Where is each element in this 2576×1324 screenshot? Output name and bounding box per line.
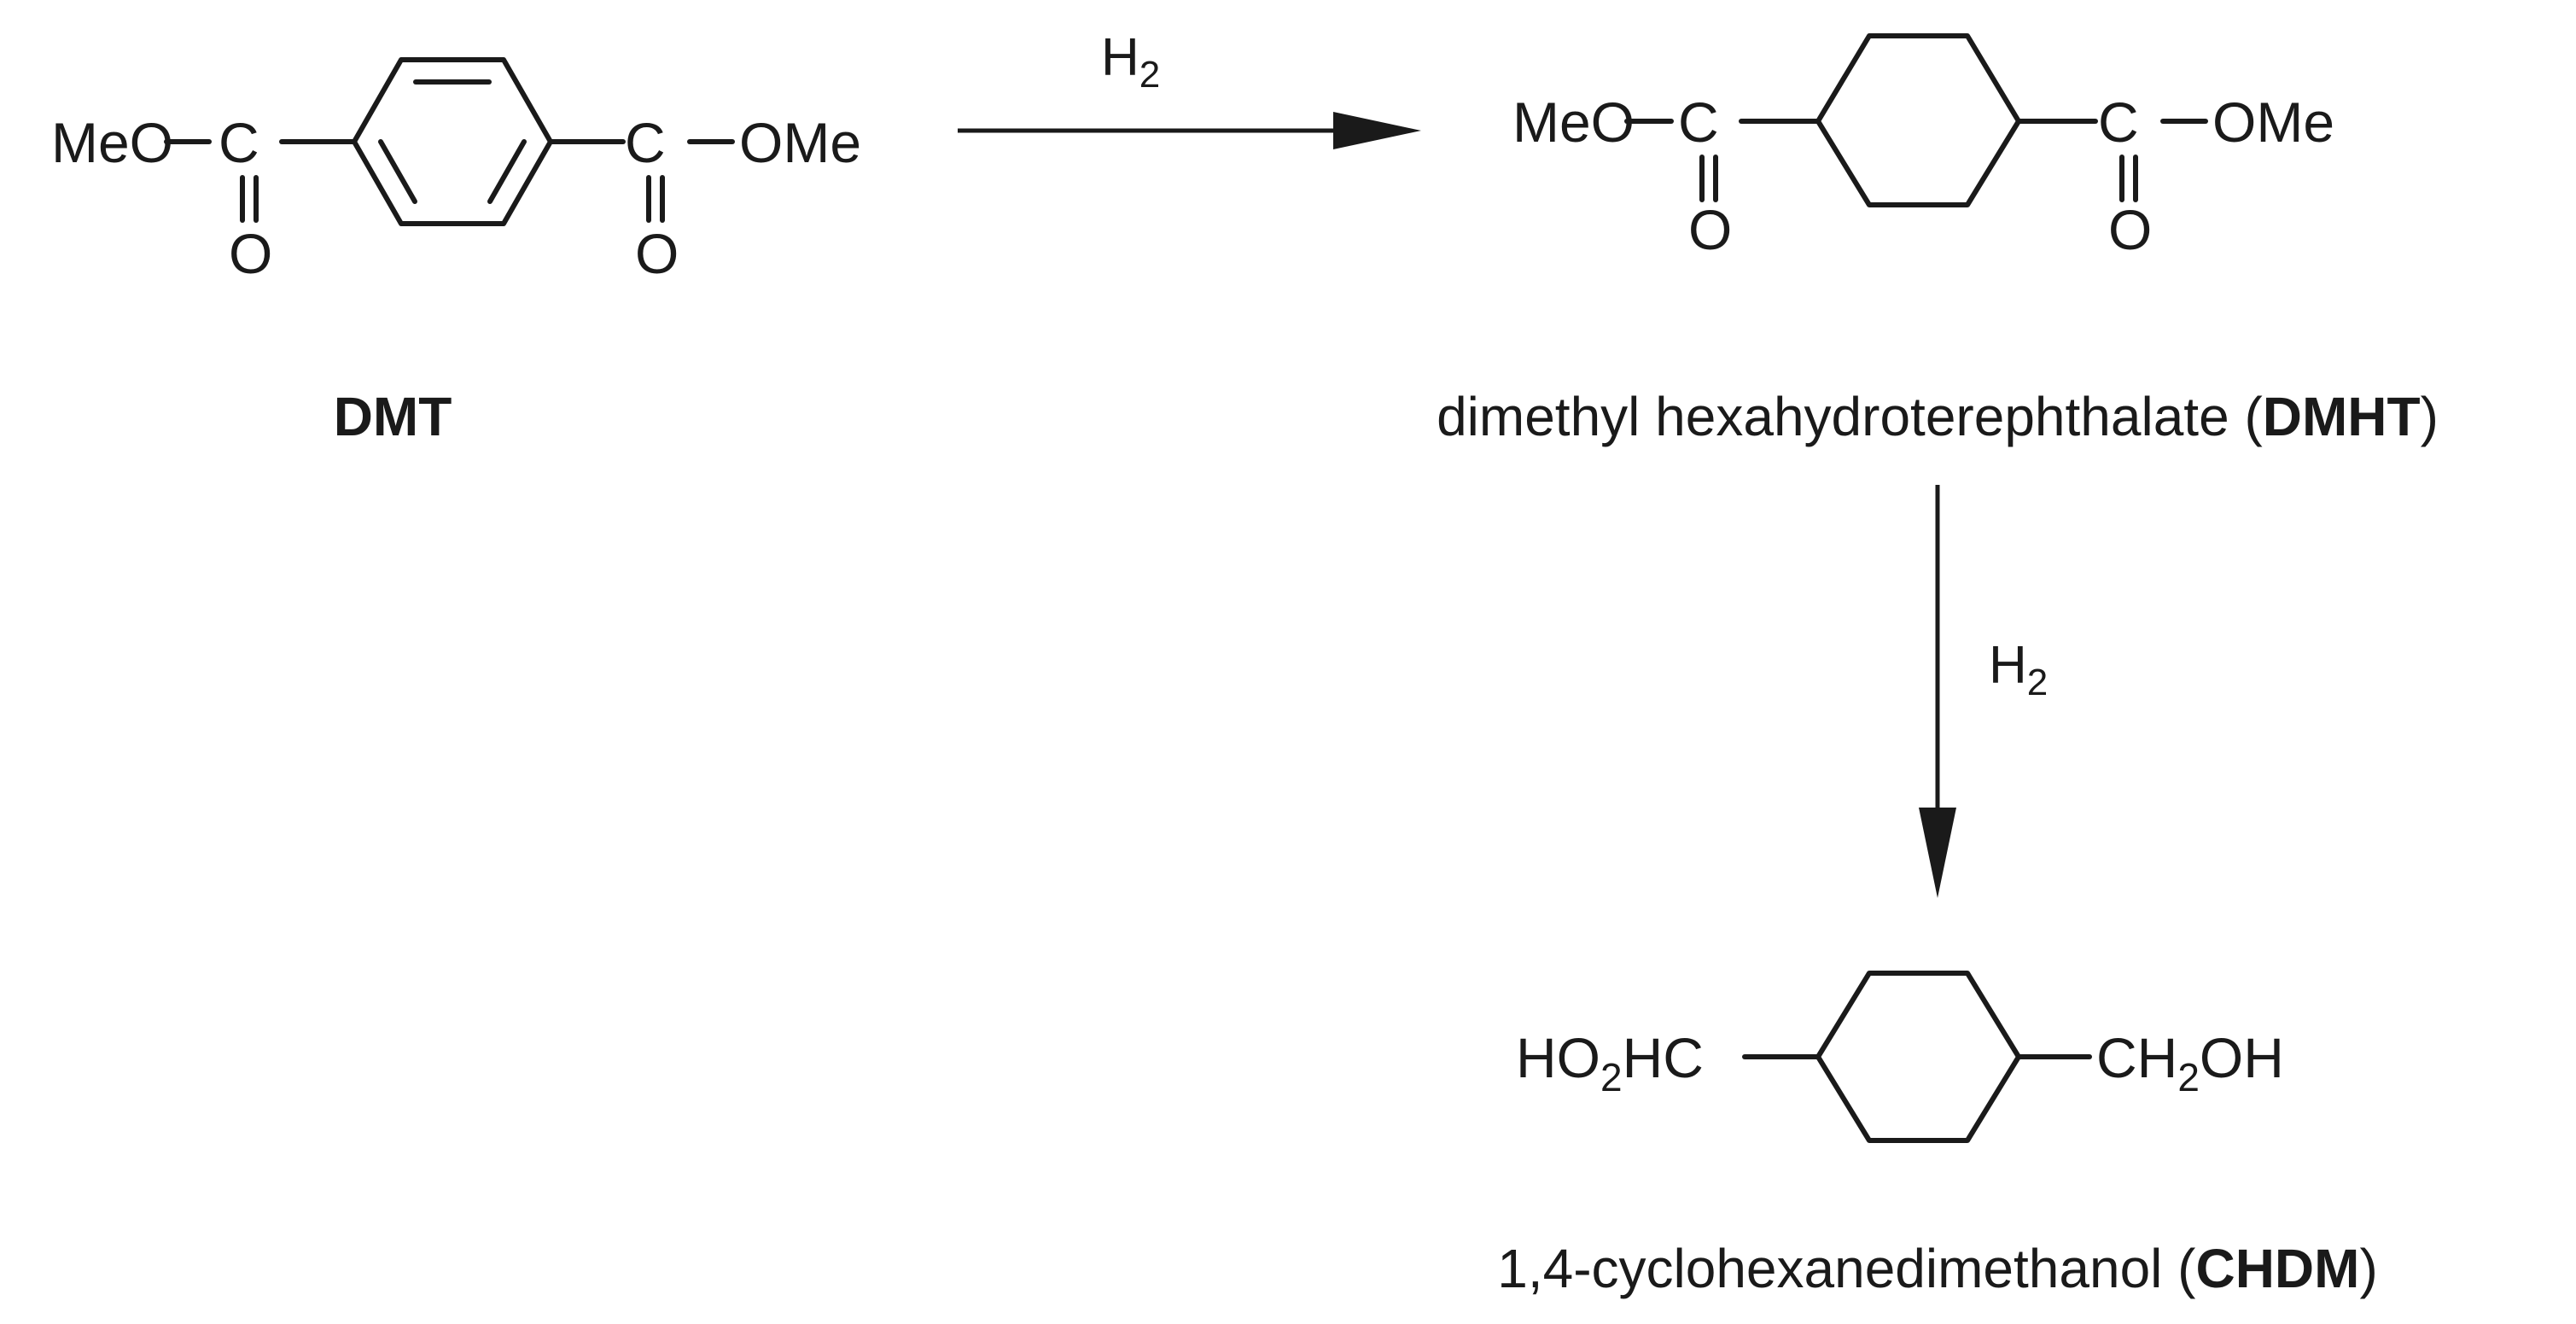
arrow-step2 xyxy=(1919,485,1956,898)
dmt-caption: DMT xyxy=(334,386,452,447)
dmht-left-oxygen: O xyxy=(1688,198,1732,261)
chdm-caption-close: ) xyxy=(2359,1238,2377,1299)
dmt-left-carbon: C xyxy=(219,111,259,174)
chdm-left-group: HO2HC xyxy=(1516,1026,1704,1099)
chdm-caption-text: 1,4-cyclohexanedimethanol ( xyxy=(1497,1238,2195,1299)
dmht-cyclohexane-ring xyxy=(1815,33,2021,207)
reagent-step1: H2 xyxy=(1101,28,1160,96)
chdm-caption: 1,4-cyclohexanedimethanol (CHDM) xyxy=(1497,1238,2378,1299)
reagent-step2: H2 xyxy=(1989,636,2048,703)
dmht-left-meo: MeO xyxy=(1512,90,1635,154)
dmht-caption-text: dimethyl hexahydroterephthalate ( xyxy=(1437,386,2263,447)
arrow-step1-head xyxy=(1333,112,1421,149)
chdm-cyclohexane-ring xyxy=(1815,971,2021,1143)
dmt-right-carbon: C xyxy=(625,111,666,174)
chdm-right-group: CH2OH xyxy=(2096,1026,2284,1099)
dmht-caption: dimethyl hexahydroterephthalate (DMHT) xyxy=(1437,386,2439,447)
dmht-caption-close: ) xyxy=(2421,386,2439,447)
chdm-structure: HO2HC CH2OH xyxy=(1516,971,2284,1143)
dmt-left-oxygen: O xyxy=(229,222,272,285)
arrow-step1 xyxy=(958,112,1421,149)
dmt-ring-double-left xyxy=(378,139,417,204)
dmht-right-ome: OMe xyxy=(2212,90,2334,154)
dmht-structure: MeO C O C O OMe xyxy=(1512,33,2334,261)
chdm-caption-abbrev: CHDM xyxy=(2195,1238,2359,1299)
dmt-structure: MeO C O C O OMe xyxy=(51,57,861,285)
dmht-right-carbon: C xyxy=(2098,90,2139,154)
dmht-left-carbon: C xyxy=(1678,90,1719,154)
dmt-right-ome: OMe xyxy=(739,111,861,174)
dmt-ring-double-right xyxy=(487,139,527,204)
dmt-left-meo: MeO xyxy=(51,111,173,174)
dmht-right-oxygen: O xyxy=(2108,198,2152,261)
arrow-step2-head xyxy=(1919,808,1956,898)
dmht-caption-abbrev: DMHT xyxy=(2263,386,2421,447)
dmt-right-oxygen: O xyxy=(635,222,679,285)
